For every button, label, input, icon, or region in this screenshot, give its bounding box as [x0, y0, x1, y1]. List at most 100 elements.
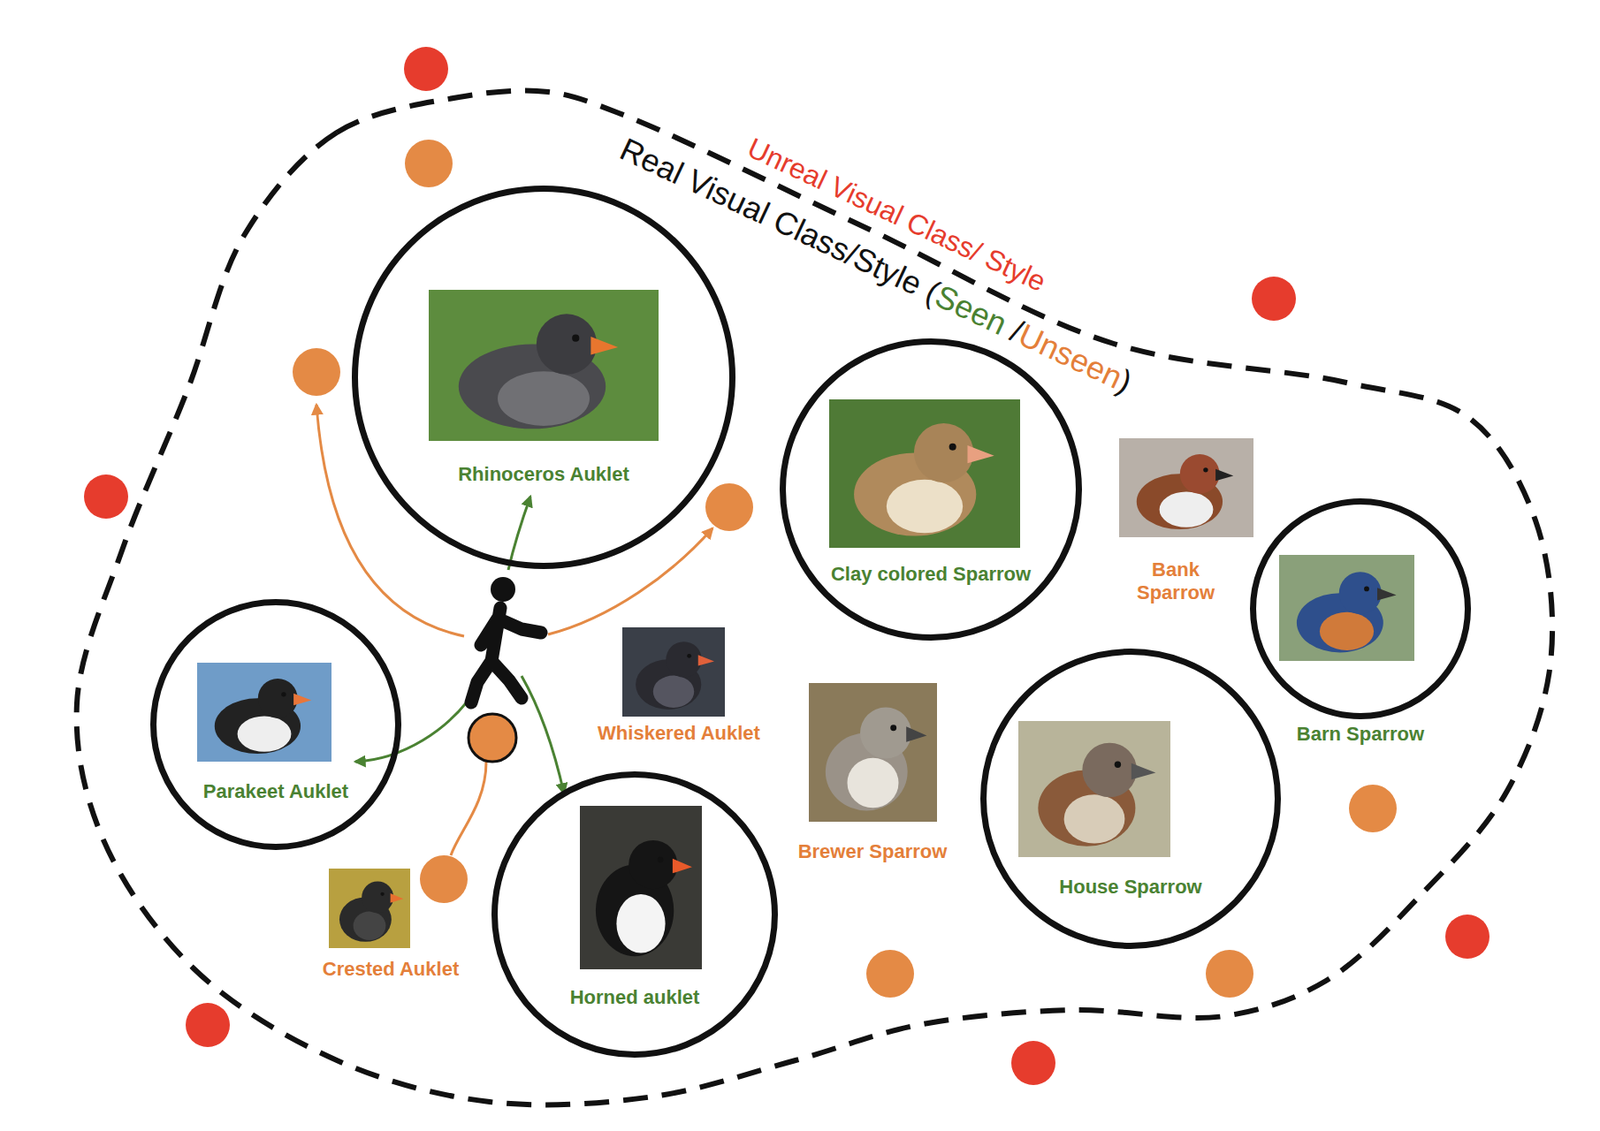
- class-circle-outline: [495, 775, 776, 1056]
- bird-photo: [1279, 555, 1415, 662]
- class-name: Rhinoceros Auklet: [457, 463, 630, 487]
- bird-photo: [1018, 721, 1171, 858]
- unseen-dot: [404, 139, 453, 188]
- class-circle-outline: [783, 342, 1080, 639]
- node-shape: [491, 771, 778, 1059]
- class-circle-outline: [355, 189, 733, 567]
- bird-photo: [829, 399, 1021, 549]
- bird-head: [628, 840, 678, 890]
- bird-head: [914, 423, 974, 483]
- bird-photo: [197, 662, 332, 762]
- node-shape: [1249, 498, 1471, 720]
- class-circle-outline: [983, 652, 1279, 947]
- bird-beak: [293, 693, 312, 706]
- dashed-region: [76, 91, 1554, 1106]
- photo-ground: [808, 683, 938, 823]
- bird-beak: [1131, 763, 1157, 780]
- current-dot: [468, 714, 517, 762]
- node-shape: [779, 338, 1082, 641]
- bird-eye: [949, 443, 957, 451]
- text-run: Seen: [929, 277, 1021, 346]
- person-icon: [471, 577, 541, 703]
- unseen-dot: [1348, 784, 1397, 833]
- bird-beak: [1377, 587, 1397, 601]
- node-shape: [980, 648, 1281, 950]
- bird-head: [258, 678, 298, 719]
- unreal-dot: [1445, 914, 1490, 960]
- class-circle: Horned auklet: [491, 771, 778, 1059]
- unseen-dot: [705, 483, 754, 532]
- bird-belly: [353, 912, 387, 941]
- bird-head: [665, 641, 701, 678]
- bird-eye: [657, 857, 664, 864]
- photo-ground: [1279, 555, 1415, 662]
- unreal-dot: [403, 46, 449, 92]
- node-shape: [351, 185, 736, 570]
- unreal-dot: [1011, 1041, 1056, 1086]
- class-circle: Rhinoceros Auklet: [351, 185, 736, 570]
- photo-ground: [428, 289, 659, 442]
- unseen-dot: [419, 855, 468, 904]
- bird-eye: [380, 892, 384, 897]
- class-name: Clay colored Sparrow: [830, 563, 1031, 587]
- bird-head: [1339, 571, 1382, 615]
- photo-ground: [1018, 721, 1171, 858]
- person-head: [490, 577, 516, 602]
- bird-eye: [1203, 467, 1208, 473]
- class-circle-outline: [153, 602, 399, 848]
- unseen-class-label: Brewer Sparrow: [798, 840, 948, 864]
- class-name: Horned auklet: [570, 986, 701, 1010]
- bird-eye: [1114, 761, 1121, 769]
- path-arrow: [508, 496, 531, 571]
- bird-photo: [328, 868, 411, 949]
- class-circle-outline: [1253, 502, 1469, 717]
- unreal-dot: [1251, 276, 1296, 321]
- bird-photo: [428, 289, 659, 442]
- unreal-dot: [185, 1003, 230, 1048]
- bird-eye: [890, 724, 897, 732]
- bird-beak: [390, 893, 404, 904]
- class-circle: Parakeet Auklet: [150, 599, 402, 851]
- node-shape: [150, 599, 402, 851]
- path-arrow: [450, 761, 487, 856]
- bird-beak: [590, 336, 618, 356]
- unseen-class-label: Bank Sparrow: [1126, 558, 1226, 606]
- class-name: Barn Sparrow: [1296, 723, 1425, 747]
- bird-eye: [686, 654, 692, 659]
- unseen-dot: [1205, 950, 1254, 999]
- bird-belly: [237, 716, 292, 752]
- unseen-class-label: Whiskered Auklet: [597, 722, 761, 746]
- bird-photo: [579, 806, 702, 970]
- bird-head: [1081, 743, 1137, 799]
- bird-beak: [967, 445, 994, 464]
- bird-belly: [497, 371, 590, 427]
- bird-belly: [653, 676, 694, 709]
- bird-belly: [1159, 491, 1214, 527]
- class-name: House Sparrow: [1059, 876, 1202, 900]
- bird-head: [361, 881, 394, 914]
- bird-photo: [622, 627, 725, 717]
- bird-belly: [847, 758, 900, 809]
- class-circle: Barn Sparrow: [1249, 498, 1471, 720]
- bird-beak: [698, 655, 715, 666]
- bird-head: [536, 313, 597, 374]
- unreal-dot: [83, 474, 129, 519]
- bird-belly: [1319, 612, 1374, 651]
- photo-ground: [1119, 438, 1254, 538]
- path-arrow: [521, 676, 564, 794]
- bird-belly: [616, 894, 665, 954]
- photo-ground: [622, 627, 725, 717]
- unseen-dot: [292, 348, 341, 397]
- unseen-class-label: Crested Auklet: [322, 958, 459, 982]
- bird-photo: [808, 683, 938, 823]
- path-arrow: [355, 680, 482, 762]
- bird-eye: [281, 692, 286, 697]
- bird-head: [860, 708, 912, 760]
- bird-beak: [672, 859, 693, 875]
- photo-ground: [328, 868, 411, 949]
- bird-eye: [1363, 586, 1370, 593]
- person-body: [471, 608, 541, 703]
- bird-belly: [886, 480, 963, 534]
- photo-ground: [579, 806, 702, 970]
